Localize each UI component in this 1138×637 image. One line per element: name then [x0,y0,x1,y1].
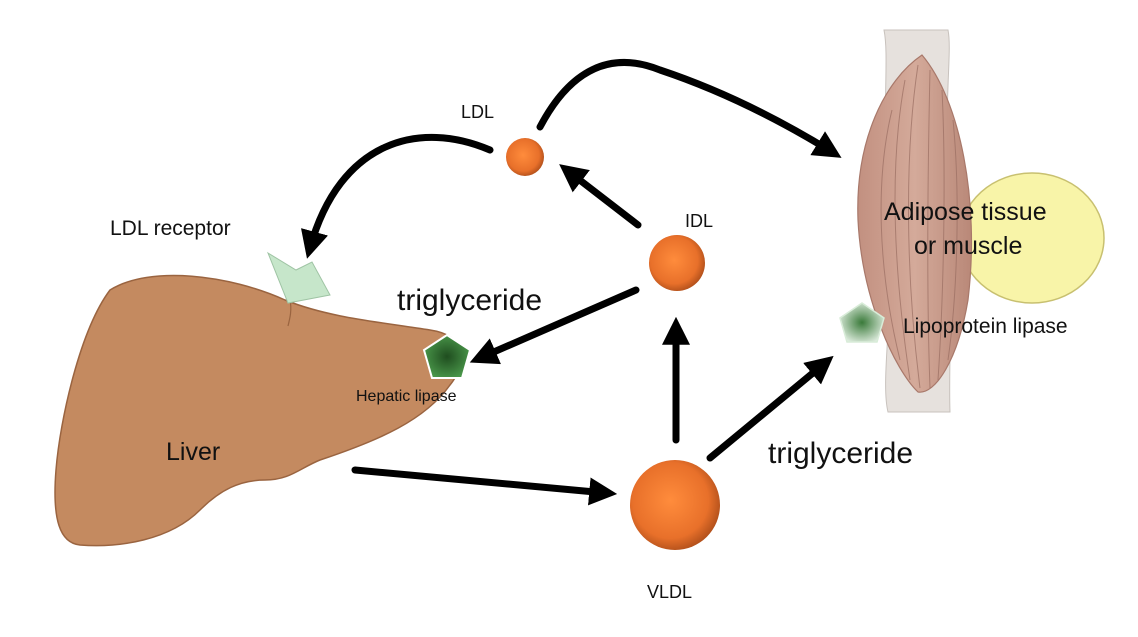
lipoprotein-lipase-label: Lipoprotein lipase [903,315,1068,338]
ldl-label: LDL [461,102,495,122]
hepatic-lipase-icon [422,333,472,379]
arrows [301,59,842,506]
idl-label: IDL [685,211,714,231]
triglyceride-bottom-label: triglyceride [768,437,914,470]
idl-particle [649,235,705,291]
arrow-ldl-to-tissue [536,59,842,158]
arrow-liver-to-vldl [351,466,618,506]
hepatic-lipase-label: Hepatic lipase [356,388,457,405]
lipoprotein-lipase-icon [839,302,885,343]
arrow-idl-to-liver [469,286,640,365]
ldl-receptor-icon [266,251,331,304]
liver-label: Liver [166,438,221,466]
vldl-label: VLDL [647,582,693,602]
liver-shape [54,274,463,547]
muscle-fibers [880,64,958,389]
arrow-ldl-to-liver [301,133,494,259]
arrow-idl-to-ldl [559,164,642,229]
arrow-vldl-to-tissue [706,355,834,462]
vldl-particle [630,460,720,550]
ldl-particle [506,138,544,176]
adipose-label-line2: or muscle [914,232,1023,260]
ldl-receptor-label: LDL receptor [110,217,231,240]
triglyceride-top-label: triglyceride [397,284,543,317]
adipose-label-line1: Adipose tissue [884,198,1047,226]
